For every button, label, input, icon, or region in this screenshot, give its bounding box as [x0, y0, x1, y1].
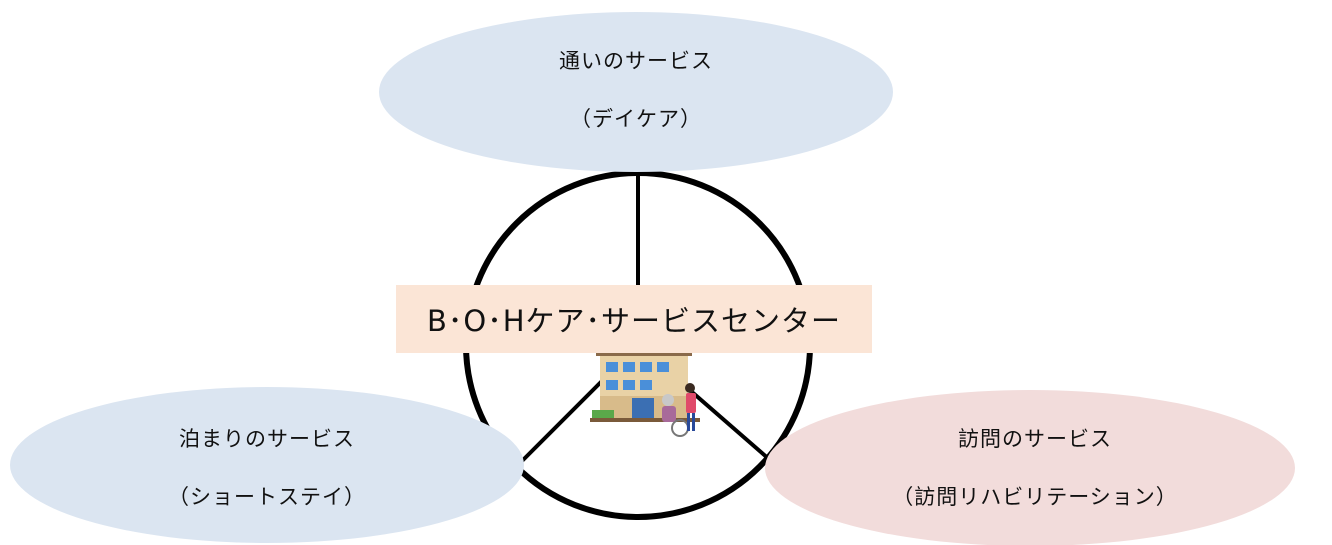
visit-service-label: 訪問のサービス （訪問リハビリテーション）	[825, 410, 1245, 526]
center-name: B･O･Hケア･サービスセンター	[426, 304, 842, 338]
stay-service-label: 泊まりのサービス （ショートステイ）	[87, 410, 447, 526]
visit-service-title: 訪問のサービス	[958, 427, 1112, 451]
day-service-subtitle: （デイケア）	[570, 107, 702, 131]
stay-service-subtitle: （ショートステイ）	[168, 485, 366, 509]
ellipse-day-service	[379, 12, 893, 172]
stay-service-title: 泊まりのサービス	[179, 427, 355, 451]
visit-service-subtitle: （訪問リハビリテーション）	[892, 485, 1178, 509]
ellipse-visit-service	[765, 390, 1295, 545]
day-service-label: 通いのサービス （デイケア）	[456, 32, 816, 148]
ellipse-stay-service	[10, 387, 524, 543]
center-name-box: B･O･Hケア･サービスセンター	[396, 285, 872, 353]
care-facility-with-wheelchair-icon	[590, 348, 700, 437]
day-service-title: 通いのサービス	[559, 49, 713, 73]
